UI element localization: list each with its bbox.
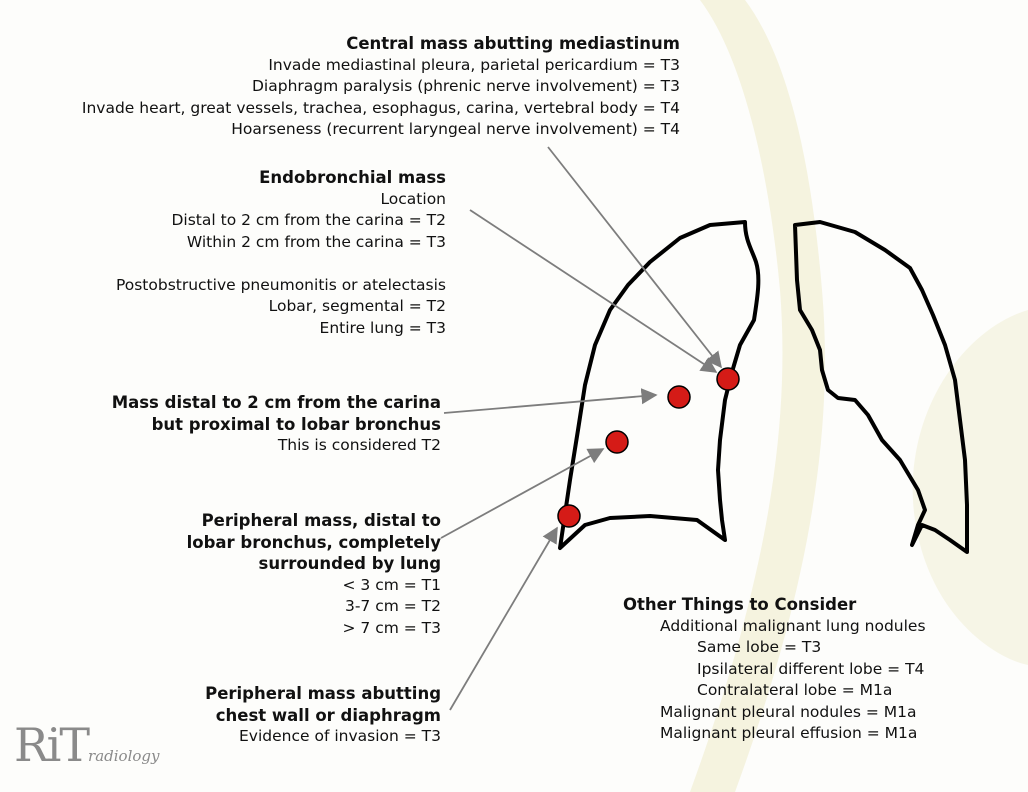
central-mass-heading: Central mass abutting mediastinum [346,34,680,53]
pneumonitis-line: Entire lung = T3 [319,318,446,337]
arrow-central-mass [547,146,723,369]
location-label: Location [380,189,446,208]
location-line: Distal to 2 cm from the carina = T2 [171,211,446,229]
central-mass-line: Hoarseness (recurrent laryngeal nerve in… [231,120,680,138]
central-mass-block: Central mass abutting mediastinum Invade… [82,33,680,141]
distal-mass-note: This is considered T2 [277,436,441,454]
pneumonitis-line: Lobar, segmental = T2 [268,297,446,315]
pneumonitis-label: Postobstructive pneumonitis or atelectas… [115,275,446,294]
arrow-endobronchial [469,209,718,373]
other-heading: Other Things to Consider [623,595,857,614]
logo-main: RiT [14,718,90,772]
central-mass-line: Invade heart, great vessels, trachea, es… [81,98,680,117]
size-line: 3-7 cm = T2 [344,597,441,615]
chest-wall-heading: chest wall or diaphragm [215,705,441,725]
size-line: > 7 cm = T3 [342,618,442,637]
pleural-line: Malignant pleural nodules = M1a [660,702,917,721]
arrow-peripheral-mass [440,448,605,539]
endobronchial-block: Endobronchial mass Location Distal to 2 … [116,167,446,339]
pleural-line: Malignant pleural effusion = M1a [660,724,918,742]
peripheral-mass-heading: lobar bronchus, completely [186,532,441,552]
lesion-peripheral [605,430,629,454]
nodule-line: Ipsilateral different lobe = T4 [697,659,925,678]
peripheral-mass-block: Peripheral mass, distal to lobar bronchu… [187,510,441,639]
chest-wall-note: Evidence of invasion = T3 [239,727,441,745]
chest-wall-mass-block: Peripheral mass abutting chest wall or d… [205,683,441,748]
peripheral-mass-heading: Peripheral mass, distal to [201,511,441,530]
central-mass-line: Diaphragm paralysis (phrenic nerve invol… [252,77,680,95]
other-considerations-block: Other Things to Consider Additional mali… [623,594,926,745]
size-line: < 3 cm = T1 [342,575,442,594]
rit-radiology-logo: RiTradiology [14,718,159,772]
lesion-central [716,367,740,391]
arrow-distal-mass [443,388,658,414]
background-swoosh-right [912,310,1028,665]
logo-sub: radiology [88,747,160,765]
left-lung-outline [793,220,969,554]
nodule-line: Same lobe = T3 [697,638,822,656]
background-swoosh-top [690,0,825,792]
distal-mass-heading: Mass distal to 2 cm from the carina [111,393,441,412]
right-lung-outline [558,220,761,550]
distal-mass-heading: but proximal to lobar bronchus [151,414,441,434]
lesion-chest-wall [557,504,581,528]
nodule-line: Contralateral lobe = M1a [697,681,893,699]
location-line: Within 2 cm from the carina = T3 [186,232,446,251]
nodules-label: Additional malignant lung nodules [660,616,926,635]
central-mass-line: Invade mediastinal pleura, parietal peri… [268,55,680,74]
arrow-chest-wall-mass [449,526,558,711]
lesion-proximal [667,385,691,409]
distal-mass-block: Mass distal to 2 cm from the carina but … [112,392,441,457]
chest-wall-heading: Peripheral mass abutting [205,684,441,703]
peripheral-mass-heading: surrounded by lung [258,554,442,573]
endobronchial-heading: Endobronchial mass [259,168,446,187]
